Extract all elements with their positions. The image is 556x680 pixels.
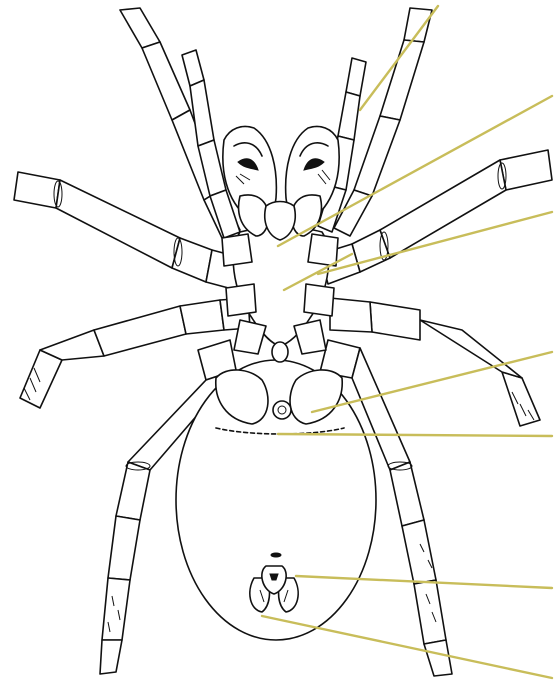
abdomen bbox=[176, 360, 376, 640]
labium bbox=[272, 342, 288, 362]
maxillae bbox=[239, 195, 322, 240]
anal-tubercle bbox=[271, 553, 281, 557]
leader-anal-tubercle bbox=[262, 616, 552, 678]
